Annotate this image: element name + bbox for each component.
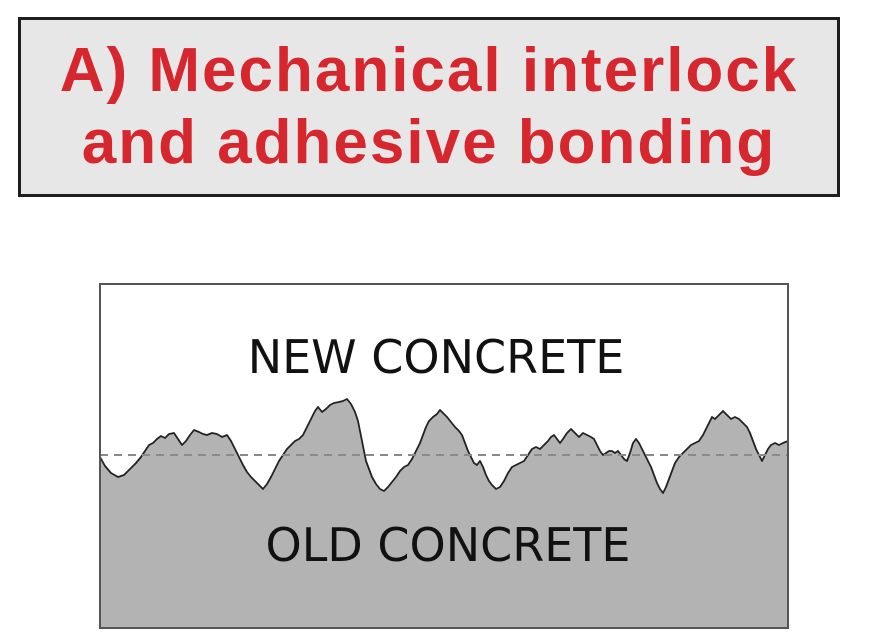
interface-svg: NEW CONCRETE OLD CONCRETE [99,283,789,629]
title-line-2: and adhesive bonding [81,108,777,177]
old-concrete-region [99,398,789,629]
diagram-frame [99,283,789,629]
title-box: A) Mechanical interlock and adhesive bon… [18,17,840,197]
concrete-interface-diagram: NEW CONCRETE OLD CONCRETE [99,283,789,629]
new-concrete-label: NEW CONCRETE [248,330,625,384]
title-line-1: A) Mechanical interlock [59,36,799,105]
old-concrete-label: OLD CONCRETE [266,518,631,572]
